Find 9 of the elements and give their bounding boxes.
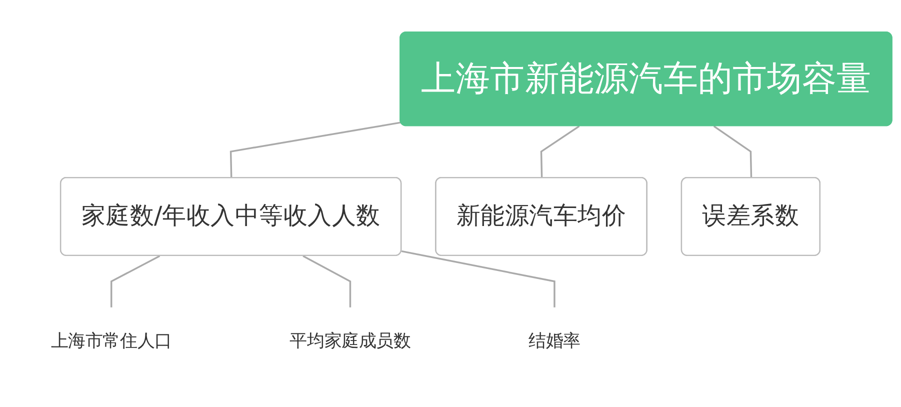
node-text: 上海市常住人口 — [50, 330, 172, 352]
connector — [302, 255, 352, 308]
node-text: 结婚率 — [528, 330, 580, 352]
connector — [230, 122, 402, 178]
connector — [713, 125, 752, 178]
connector — [401, 250, 556, 308]
connector — [110, 255, 160, 308]
connector — [540, 125, 580, 178]
node-text: 平均家庭成员数 — [290, 330, 411, 352]
